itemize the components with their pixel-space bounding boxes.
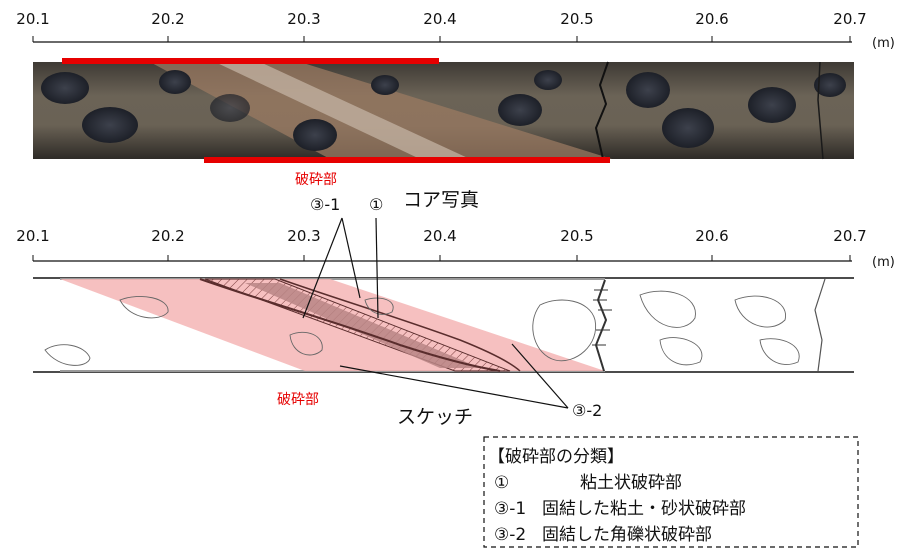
top-tick-label: 20.4: [423, 10, 456, 28]
sketch-crack: [594, 279, 608, 372]
legend-title: 【破砕部の分類】: [488, 447, 624, 467]
photo-fracture-zone: [150, 62, 612, 159]
sketch-crack-ticks: [592, 289, 612, 346]
bottom-tick-label: 20.1: [16, 227, 49, 245]
bottom-tick-label: 20.7: [833, 227, 866, 245]
sketch-clay-band: [245, 283, 480, 368]
leader-3-1-b: [341, 217, 361, 299]
bottom-tick-label: 20.2: [151, 227, 184, 245]
top-unit-label: (m): [872, 36, 895, 51]
leader-1: [375, 217, 379, 319]
top-tick-label: 20.3: [287, 10, 320, 28]
top-tick-label: 20.6: [695, 10, 728, 28]
photo-clay-band: [215, 62, 470, 159]
photo-fracture-label: 破砕部: [295, 172, 337, 188]
callout-1-label: ①: [369, 195, 383, 214]
legend-code: ③-2: [494, 525, 526, 545]
legend-text: 固結した角礫状破砕部: [542, 525, 712, 545]
photo-clasts: [41, 70, 846, 151]
legend-box: 【破砕部の分類】 ① 粘土状破砕部 ③-1 固結した粘土・砂状破砕部 ③-2 固…: [483, 436, 859, 548]
sketch-band-edge: [199, 278, 501, 372]
photo-fracture-bar-bottom: [204, 157, 610, 163]
photo-fracture-bar-top: [62, 58, 439, 64]
bottom-depth-ruler: 20.1 20.2 20.3 20.4 20.5 20.6 20.7 (m): [16, 227, 895, 270]
leader-3-1-a: [302, 217, 343, 319]
photo-crack-2: [817, 61, 824, 160]
callout-3-1-label: ③-1: [310, 195, 340, 214]
top-depth-ruler: 20.1 20.2 20.3 20.4 20.5 20.6 20.7 (m): [16, 10, 895, 51]
sketch-crack-right: [814, 278, 826, 372]
bottom-tick-label: 20.5: [560, 227, 593, 245]
top-tick-label: 20.5: [560, 10, 593, 28]
bottom-ruler-ticks: [32, 255, 851, 261]
callout-leaders: [302, 217, 569, 409]
sketch-caption: スケッチ: [397, 406, 473, 428]
leader-3-2-a: [339, 365, 569, 409]
sketch-fracture-label: 破砕部: [277, 392, 319, 408]
bottom-unit-label: (m): [872, 255, 895, 270]
top-tick-label: 20.1: [16, 10, 49, 28]
callout-3-2-label: ③-2: [572, 401, 602, 420]
legend-border: [483, 436, 859, 548]
bottom-tick-label: 20.4: [423, 227, 456, 245]
top-tick-label: 20.7: [833, 10, 866, 28]
core-photo: [33, 61, 854, 160]
top-tick-label: 20.2: [151, 10, 184, 28]
core-sketch: [33, 277, 854, 373]
sketch-band-edge: [279, 278, 521, 372]
bottom-tick-label: 20.3: [287, 227, 320, 245]
legend-code: ①: [494, 473, 509, 493]
photo-caption: コア写真: [403, 189, 479, 211]
legend-code: ③-1: [494, 499, 526, 519]
top-ruler-ticks: [32, 36, 851, 42]
photo-crack: [594, 61, 609, 160]
legend-text: 固結した粘土・砂状破砕部: [542, 499, 746, 519]
bottom-tick-label: 20.6: [695, 227, 728, 245]
leader-3-2-b: [511, 343, 569, 409]
legend-text: 粘土状破砕部: [580, 473, 682, 493]
